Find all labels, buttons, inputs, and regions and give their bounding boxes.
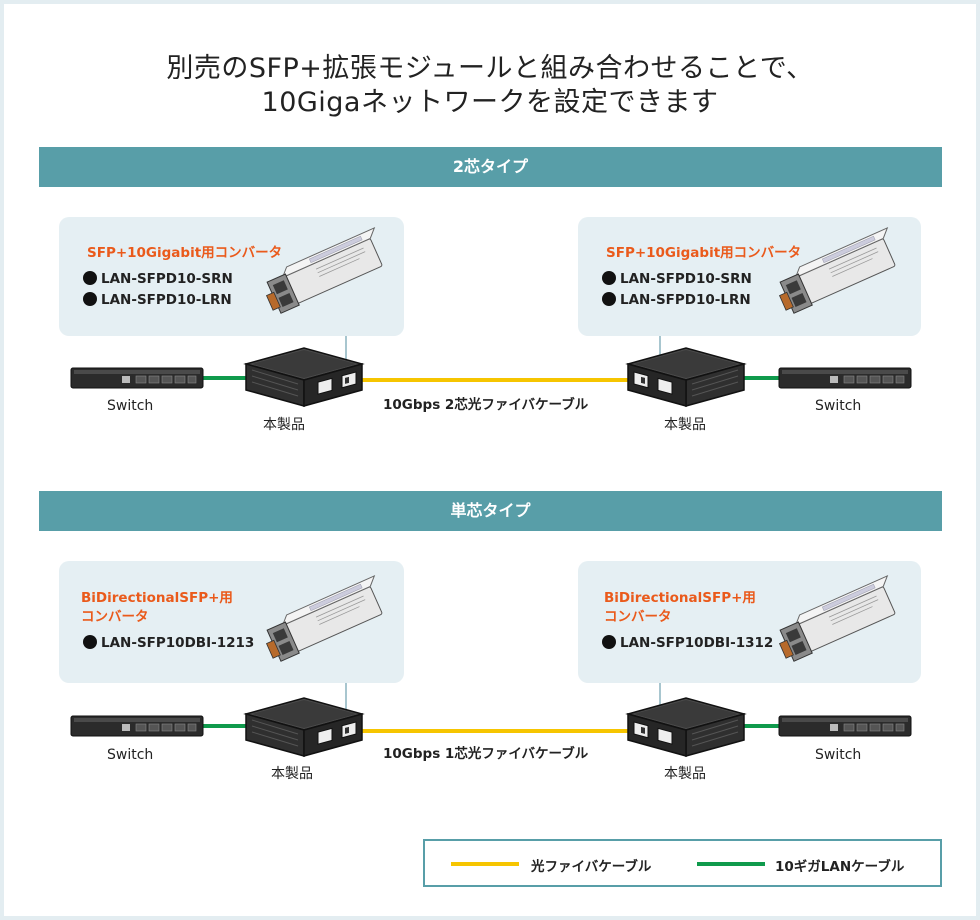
bullet-icon <box>83 271 97 285</box>
bullet-icon <box>602 292 616 306</box>
legend-fiber-swatch <box>451 862 519 866</box>
info-box-left-1core: BiDirectionalSFP+用 コンバータ LAN-SFP10DBI-12… <box>59 561 404 683</box>
media-converter-icon <box>625 347 747 407</box>
info-box-title-line1: BiDirectionalSFP+用 <box>81 590 233 606</box>
model-item: LAN-SFP10DBI-1213 <box>83 634 254 652</box>
info-box-title-line2: コンバータ <box>81 609 149 625</box>
model-item: LAN-SFPD10-LRN <box>83 291 232 309</box>
info-box-title: SFP+10Gigabit用コンバータ <box>87 245 283 261</box>
media-converter-icon <box>243 347 365 407</box>
cable-label: 10Gbps 2芯光ファイバケーブル <box>383 397 589 413</box>
legend-lan-label: 10ギガLANケーブル <box>775 859 905 875</box>
switch-label: Switch <box>815 747 862 763</box>
switch-icon <box>778 367 912 389</box>
switch-label: Switch <box>107 747 154 763</box>
legend-fiber-label: 光ファイバケーブル <box>531 859 652 875</box>
sfp-module-icon <box>778 574 896 662</box>
info-box-title-line1: BiDirectionalSFP+用 <box>604 590 756 606</box>
model-item: LAN-SFPD10-SRN <box>83 270 233 288</box>
media-converter-icon <box>243 697 365 757</box>
legend-lan-swatch <box>697 862 765 866</box>
model-item: LAN-SFP10DBI-1312 <box>602 634 773 652</box>
sfp-module-icon <box>265 574 383 662</box>
info-box-title-line2: コンバータ <box>604 609 672 625</box>
switch-label: Switch <box>815 398 862 414</box>
page-title-line-1: 別売のSFP+拡張モジュールと組み合わせることで、 <box>166 53 814 84</box>
legend: 光ファイバケーブル 10ギガLANケーブル <box>423 839 942 887</box>
switch-label: Switch <box>107 398 154 414</box>
switch-icon <box>70 367 204 389</box>
model-item: LAN-SFPD10-LRN <box>602 291 751 309</box>
sfp-module-icon <box>265 226 383 314</box>
bullet-icon <box>602 635 616 649</box>
cable-label: 10Gbps 1芯光ファイバケーブル <box>383 746 589 762</box>
section-header-1core: 単芯タイプ <box>39 491 942 531</box>
product-label: 本製品 <box>664 417 706 433</box>
product-label: 本製品 <box>263 417 305 433</box>
info-box-right-1core: BiDirectionalSFP+用 コンバータ LAN-SFP10DBI-13… <box>578 561 921 683</box>
section-header-2core: 2芯タイプ <box>39 147 942 187</box>
info-box-left-2core: SFP+10Gigabit用コンバータ LAN-SFPD10-SRN LAN-S… <box>59 217 404 336</box>
bullet-icon <box>83 292 97 306</box>
sfp-module-icon <box>778 226 896 314</box>
product-label: 本製品 <box>664 766 706 782</box>
media-converter-icon <box>625 697 747 757</box>
bullet-icon <box>83 635 97 649</box>
bullet-icon <box>602 271 616 285</box>
info-box-right-2core: SFP+10Gigabit用コンバータ LAN-SFPD10-SRN LAN-S… <box>578 217 921 336</box>
page-title-line-2: 10Gigaネットワークを設定できます <box>261 87 719 118</box>
info-box-title: SFP+10Gigabit用コンバータ <box>606 245 802 261</box>
switch-icon <box>70 715 204 737</box>
product-label: 本製品 <box>271 766 313 782</box>
switch-icon <box>778 715 912 737</box>
model-item: LAN-SFPD10-SRN <box>602 270 752 288</box>
